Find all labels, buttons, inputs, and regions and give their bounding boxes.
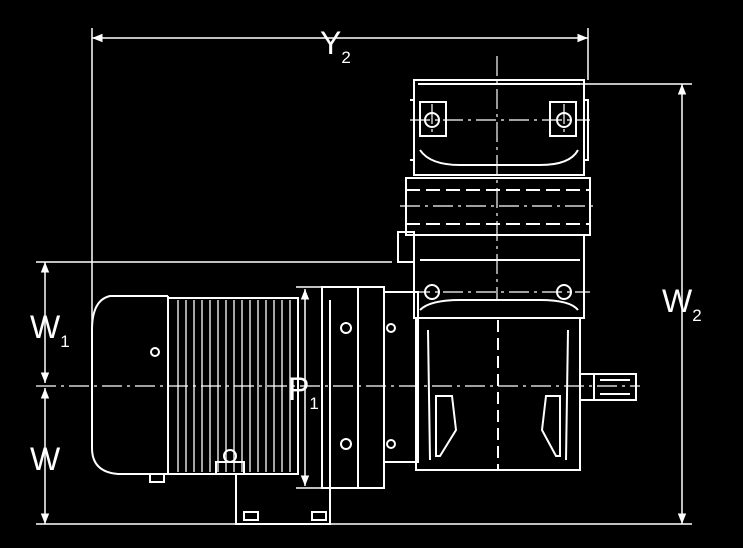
motor-terminal-box bbox=[215, 449, 245, 474]
label-w: W bbox=[30, 441, 61, 477]
label-w1: W1 bbox=[30, 309, 70, 351]
gearbox-housing bbox=[397, 79, 591, 471]
mounting-bolts bbox=[419, 101, 577, 300]
dimension-lines bbox=[36, 28, 692, 525]
output-shaft bbox=[579, 373, 637, 401]
dimension-labels: Y2 W2 W1 W P1 bbox=[30, 25, 702, 477]
bolt-bottom-right bbox=[556, 284, 572, 300]
bolt-top-left bbox=[419, 101, 447, 137]
label-p1: P1 bbox=[288, 371, 319, 413]
adapter-flange bbox=[321, 286, 419, 489]
motor-fan-cover bbox=[91, 295, 169, 483]
motor-feet bbox=[235, 474, 331, 525]
bolt-bottom-left bbox=[424, 284, 440, 300]
label-w2: W2 bbox=[662, 283, 702, 325]
label-y2: Y2 bbox=[320, 25, 351, 67]
bolt-top-right bbox=[549, 101, 577, 137]
motor-body-fins bbox=[167, 297, 299, 475]
